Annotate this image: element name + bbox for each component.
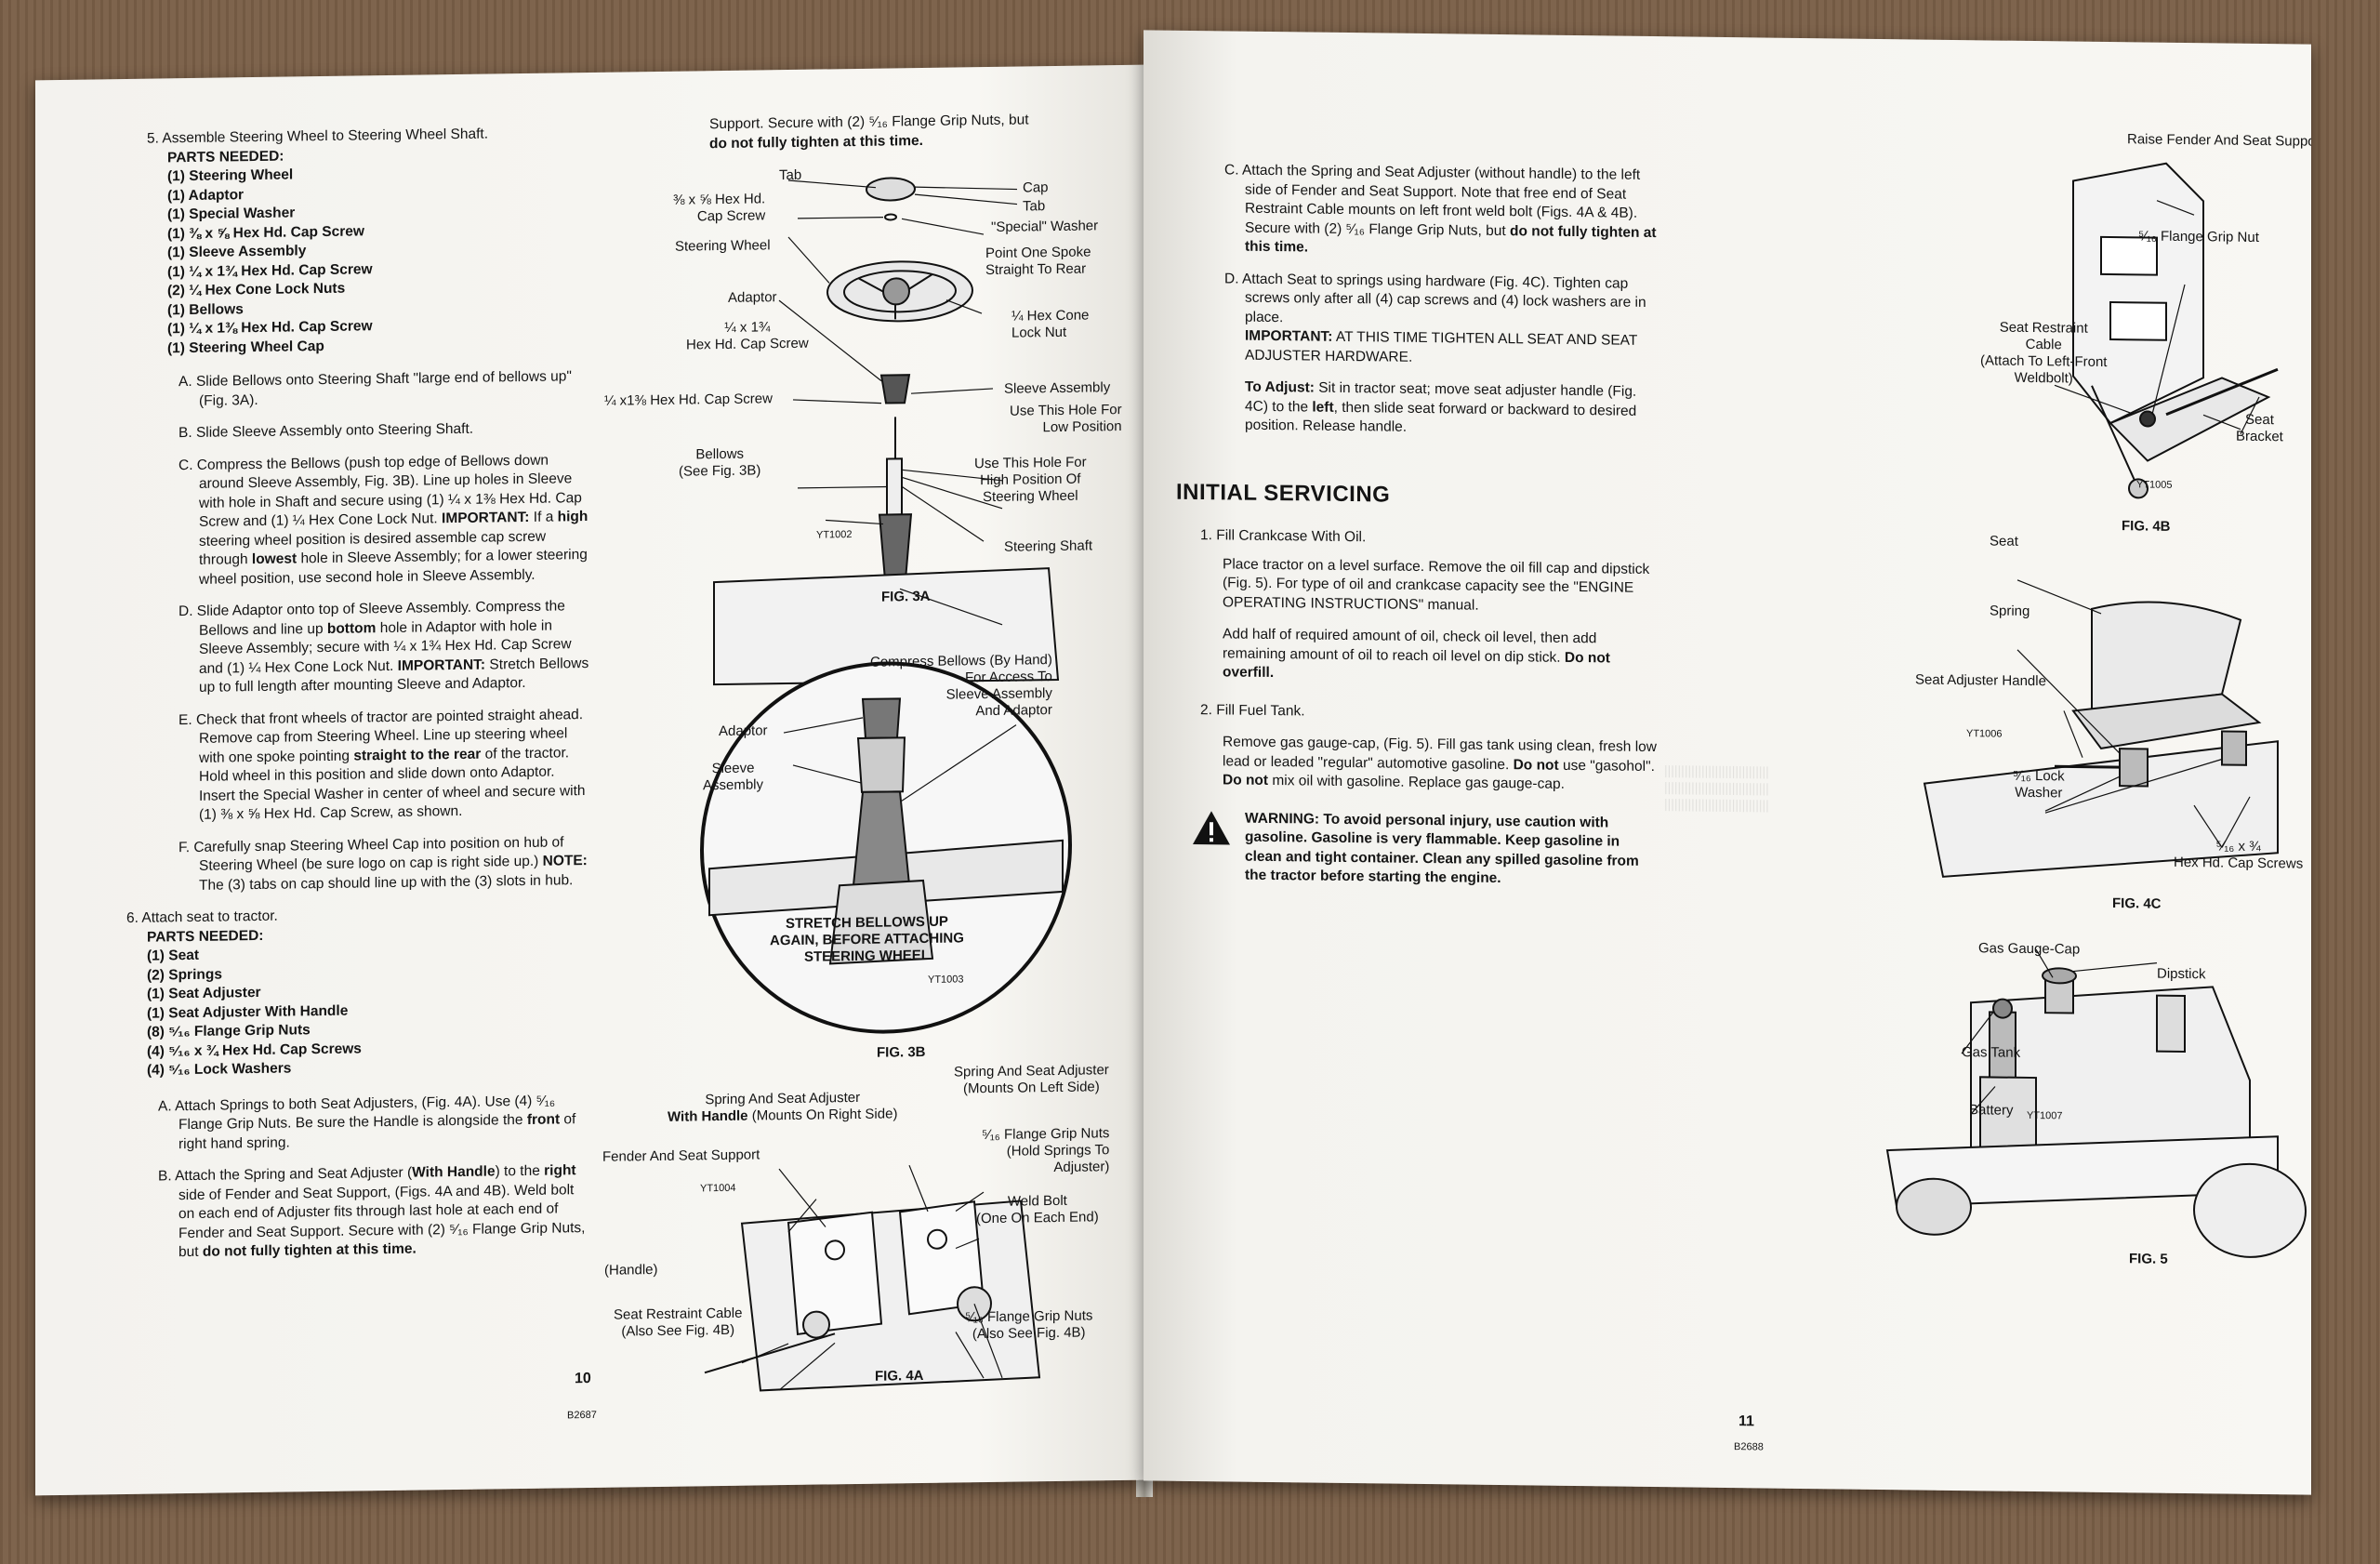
fig4c-spring-label: Spring xyxy=(1990,603,2030,619)
step1-p1: Place tractor on a level surface. Remove… xyxy=(1223,555,1650,614)
fig3a-steering-shaft-label: Steering Shaft xyxy=(1004,537,1093,555)
fig3a-cap-label: Cap xyxy=(1023,179,1049,196)
fig3b-drawing xyxy=(700,661,1072,1034)
fig3a-sleeve-label: Sleeve Assembly xyxy=(1004,379,1111,397)
fig3a-special-washer-label: "Special" Washer xyxy=(991,218,1099,235)
fig3a-drawing xyxy=(713,177,1060,686)
fig4a-flange-hold-label: ⁵⁄₁₆ Flange Grip Nuts (Hold Springs To A… xyxy=(982,1125,1110,1176)
fig4a-handle-label: (Handle) xyxy=(604,1261,658,1279)
fig3b-label: FIG. 3B xyxy=(877,1043,926,1061)
warning-block: WARNING: To avoid personal injury, use c… xyxy=(1191,808,1659,890)
fig3a-screw-134-label: ¼ x 1¾ Hex Hd. Cap Screw xyxy=(686,319,809,353)
doc-code: B2688 xyxy=(1734,1441,1764,1453)
fig3a-bellows-label: Bellows (See Fig. 3B) xyxy=(679,445,761,480)
fig4b-code: YT1005 xyxy=(2136,479,2173,491)
fig4b-bracket-label: Seat Bracket xyxy=(2236,411,2283,445)
fig5-label: FIG. 5 xyxy=(2129,1251,2168,1267)
step1-title: 1. Fill Crankcase With Oil. xyxy=(1200,527,1367,546)
step5-parts: PARTS NEEDED: (1) Steering Wheel (1) Ada… xyxy=(147,142,593,358)
step5-sub-d: D. Slide Adaptor onto top of Sleeve Asse… xyxy=(178,598,589,696)
fig3a-point-spoke-label: Point One Spoke Straight To Rear xyxy=(985,244,1091,279)
fig3a-steering-wheel-label: Steering Wheel xyxy=(675,237,771,255)
fig4b-restraint-label: Seat Restraint Cable (Attach To Left-Fro… xyxy=(1980,319,2108,387)
bleed-through: ||||||||||||||||||||||||||||||| ||||||||… xyxy=(1664,762,1769,813)
warning-text: WARNING: To avoid personal injury, use c… xyxy=(1245,810,1639,887)
fig3a-code: YT1002 xyxy=(816,529,853,541)
fig3b-compress-label: Compress Bellows (By Hand) For Access To… xyxy=(870,652,1052,720)
fig3a-high-position-label: Use This Hole For High Position Of Steer… xyxy=(974,454,1087,506)
step2-title: 2. Fill Fuel Tank. xyxy=(1200,701,1305,719)
fig4a-restraint-label: Seat Restraint Cable (Also See Fig. 4B) xyxy=(614,1305,743,1340)
step5-sub-a: A. Slide Bellows onto Steering Shaft "la… xyxy=(178,368,572,409)
fig4a-flange-see-label: ⁵⁄₁₆ Flange Grip Nuts (Also See Fig. 4B) xyxy=(965,1307,1093,1343)
fig4a-spring-left-label: Spring And Seat Adjuster (Mounts On Left… xyxy=(954,1062,1109,1097)
left-column: 5. Assemble Steering Wheel to Steering W… xyxy=(126,124,593,1276)
right-sub-c: C. Attach the Spring and Seat Adjuster (… xyxy=(1224,162,1657,256)
mid-top-text: Support. Secure with (2) ⁵⁄₁₆ Flange Gri… xyxy=(709,112,1029,152)
step5-sub-c: C. Compress the Bellows (push top edge o… xyxy=(178,452,588,588)
right-page: C. Attach the Spring and Seat Adjuster (… xyxy=(1144,30,2311,1495)
fig3a-label: FIG. 3A xyxy=(881,588,931,605)
fig4a-code: YT1004 xyxy=(700,1182,736,1195)
fig5-drawing xyxy=(1885,948,2307,1258)
step1-p2: Add half of required amount of oil, chec… xyxy=(1223,626,1610,682)
fig4c-handle-label: Seat Adjuster Handle xyxy=(1915,671,2046,690)
fig3b-sleeve-label: Sleeve Assembly xyxy=(703,760,764,794)
fig4a-drawing xyxy=(704,1164,1041,1392)
step5-sub-f: F. Carefully snap Steering Wheel Cap int… xyxy=(178,833,588,894)
step6-sub-a: A. Attach Springs to both Seat Adjusters… xyxy=(158,1093,576,1152)
fig3a-hex-screw-label: ⅜ x ⅝ Hex Hd. Cap Screw xyxy=(673,191,766,225)
step5-sub-b: B. Slide Sleeve Assembly onto Steering S… xyxy=(178,420,474,442)
fig3b-adaptor-label: Adaptor xyxy=(719,722,768,740)
fig3a-low-position-label: Use This Hole For Low Position xyxy=(1010,402,1122,436)
fig4b-raise-label: Raise Fender And Seat Support xyxy=(2127,131,2311,150)
right-sub-d: D. Attach Seat to springs using hardware… xyxy=(1224,270,1646,365)
fig4c-screws-label: ⁵⁄₁₆ x ¾ Hex Hd. Cap Screws xyxy=(2174,838,2304,872)
fig4b-flange-label: ⁵⁄₁₆ Flange Grip Nut xyxy=(2138,228,2259,245)
warning-icon xyxy=(1193,810,1230,844)
fig3a-tab2-label: Tab xyxy=(1023,198,1046,215)
adjust-paragraph: To Adjust: Sit in tractor seat; move sea… xyxy=(1245,378,1637,435)
fig5-gas-tank-label: Gas Tank xyxy=(1962,1044,2021,1061)
fig3a-tab-label: Tab xyxy=(779,166,802,184)
fig3b-code: YT1003 xyxy=(928,974,964,986)
step6-parts: PARTS NEEDED: (1) Seat (2) Springs (1) S… xyxy=(147,921,593,1080)
section-heading: INITIAL SERVICING xyxy=(1176,479,1391,508)
fig4c-code: YT1006 xyxy=(1966,728,2003,740)
fig3a-screw-138-label: ¼ x1⅜ Hex Hd. Cap Screw xyxy=(604,391,773,409)
doc-code: B2687 xyxy=(567,1409,597,1422)
fig5-dipstick-label: Dipstick xyxy=(2157,965,2206,983)
fig4a-label: FIG. 4A xyxy=(875,1367,924,1385)
step6-sub-b: B. Attach the Spring and Seat Adjuster (… xyxy=(158,1162,586,1261)
fig4b-drawing xyxy=(2054,162,2279,499)
fig4b-label: FIG. 4B xyxy=(2122,518,2171,535)
fig4c-drawing xyxy=(1923,579,2279,878)
fig3b-stretch-label: STRETCH BELLOWS UP AGAIN, BEFORE ATTACHI… xyxy=(770,913,964,965)
right-column: C. Attach the Spring and Seat Adjuster (… xyxy=(1176,161,1659,890)
fig5-battery-label: Battery xyxy=(1969,1102,2014,1119)
page-number: 11 xyxy=(1739,1413,1754,1430)
fig4a-weld-bolt-label: Weld Bolt (One On Each End) xyxy=(976,1192,1099,1227)
fig3a-hex-cone-label: ¼ Hex Cone Lock Nut xyxy=(1012,307,1090,341)
step5-sub-e: E. Check that front wheels of tractor ar… xyxy=(178,706,586,823)
left-page: 5. Assemble Steering Wheel to Steering W… xyxy=(35,64,1144,1496)
step2-paragraph: Remove gas gauge-cap, (Fig. 5). Fill gas… xyxy=(1223,734,1657,792)
fig5-code: YT1007 xyxy=(2027,1109,2063,1122)
fig4c-lock-label: ⁵⁄₁₆ Lock Washer xyxy=(2013,767,2065,802)
fig4c-label: FIG. 4C xyxy=(2112,895,2162,912)
page-number: 10 xyxy=(575,1370,591,1387)
fig3a-adaptor-label: Adaptor xyxy=(728,289,777,306)
fig4a-fender-label: Fender And Seat Support xyxy=(602,1146,760,1165)
fig4c-seat-label: Seat xyxy=(1990,533,2018,550)
fig5-gas-cap-label: Gas Gauge-Cap xyxy=(1978,940,2081,958)
